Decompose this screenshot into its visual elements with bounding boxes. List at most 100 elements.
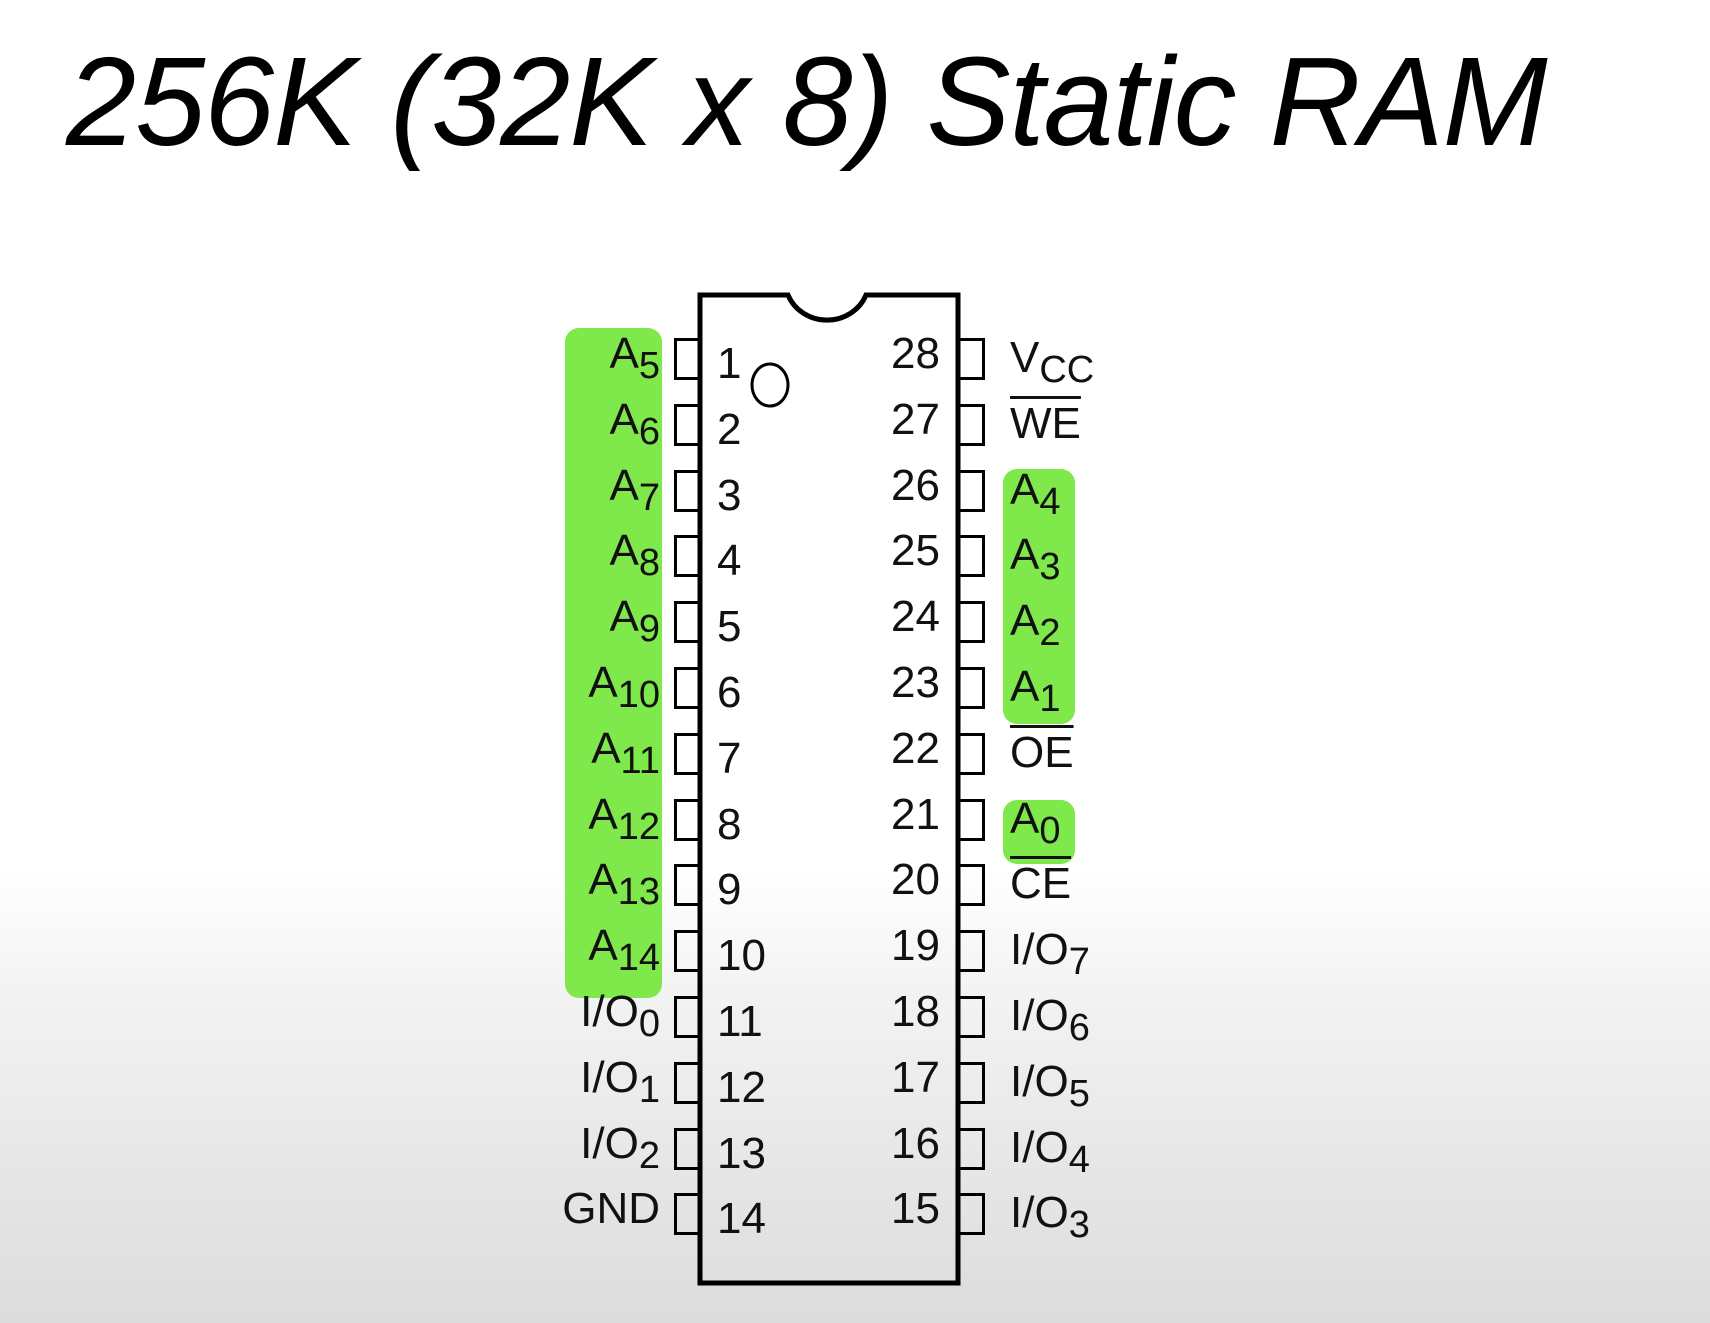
pin-lead (960, 864, 985, 907)
pin-signal-label: A11 (591, 726, 660, 780)
signal-name: A (588, 855, 618, 905)
pin-number: 6 (717, 668, 742, 717)
signal-subscript: 7 (638, 476, 660, 519)
pin-number: 1 (717, 339, 742, 388)
pin-lead (960, 338, 985, 380)
pin-number: 4 (717, 536, 742, 586)
pin-lead (960, 1127, 985, 1170)
pin-lead (674, 469, 699, 512)
signal-subscript: 10 (617, 674, 660, 716)
signal-subscript: 4 (1068, 1138, 1090, 1181)
pin-number: 18 (891, 987, 940, 1036)
pin-number: 25 (891, 526, 940, 576)
pin-lead (960, 996, 985, 1038)
signal-name: A (1010, 793, 1040, 843)
pin-lead (674, 535, 699, 578)
pin-number: 7 (717, 733, 742, 783)
pin-signal-label: I/O6 (1010, 994, 1090, 1048)
pin-signal-label: A7 (609, 460, 661, 517)
pin-lead (674, 601, 699, 644)
pin-number: 27 (891, 394, 940, 444)
signal-name: A (1010, 464, 1040, 514)
signal-subscript: 5 (638, 345, 660, 387)
signal-subscript: 12 (617, 805, 660, 848)
signal-name: CE (1010, 859, 1072, 909)
pin-lead (674, 1061, 699, 1104)
pin-signal-label: I/O5 (1010, 1056, 1090, 1113)
pin-number: 26 (891, 460, 940, 510)
pin-lead (674, 1127, 699, 1170)
signal-name: A (609, 526, 639, 576)
pin-number: 17 (891, 1052, 940, 1102)
pin-number: 22 (891, 723, 940, 773)
pin-lead (960, 667, 985, 709)
pin-signal-label: WE (1010, 398, 1081, 448)
signal-subscript: 11 (620, 739, 660, 782)
address-highlight-a0 (1003, 800, 1075, 864)
pin-signal-label: A4 (1010, 464, 1061, 521)
signal-subscript: 2 (1039, 612, 1061, 655)
signal-name: I/O (1010, 1122, 1069, 1172)
signal-name: I/O (1010, 1056, 1069, 1106)
signal-name: A (609, 460, 639, 510)
signal-name: GND (562, 1184, 660, 1234)
signal-subscript: 6 (638, 410, 660, 453)
pin-number: 2 (717, 404, 742, 454)
pin-lead (960, 732, 985, 775)
pin-lead (674, 996, 699, 1038)
pin-lead (960, 1061, 985, 1104)
pin-signal-label: A5 (609, 329, 661, 386)
signal-subscript: 7 (1068, 941, 1090, 984)
pin-lead (674, 798, 699, 841)
signal-subscript: 0 (1039, 809, 1061, 852)
pin-signal-label: OE (1010, 727, 1074, 777)
pin-signal-label: A10 (588, 661, 660, 715)
pin-number: 14 (717, 1194, 766, 1244)
signal-name: I/O (580, 1118, 639, 1168)
pin-number: 3 (717, 470, 742, 520)
pin-number: 21 (891, 789, 940, 839)
pin-lead (960, 535, 985, 578)
signal-name: WE (1010, 398, 1081, 448)
pin-lead (960, 930, 985, 973)
signal-subscript: 6 (1068, 1007, 1090, 1049)
signal-name: A (1010, 530, 1040, 580)
page-title: 256K (32K x 8) Static RAM (66, 31, 1548, 172)
pin-number: 8 (717, 799, 742, 849)
signal-name: A (1010, 662, 1040, 711)
signal-name: A (1010, 596, 1040, 646)
pin-signal-label: A8 (609, 526, 661, 583)
pin-signal-label: VCC (1010, 333, 1094, 390)
pin-number: 19 (891, 921, 940, 971)
signal-name: I/O (1010, 1188, 1069, 1238)
pin1-marker-icon (750, 362, 790, 408)
pin-lead (960, 403, 985, 446)
pin-signal-label: A1 (1010, 662, 1061, 719)
pin-signal-label: I/O2 (580, 1118, 660, 1175)
signal-subscript: 3 (1039, 546, 1061, 589)
pin-number: 5 (717, 602, 742, 652)
signal-name: A (609, 329, 639, 378)
pin-signal-label: I/O3 (1010, 1188, 1090, 1245)
pin-signal-label: GND (562, 1187, 660, 1231)
pin-number: 11 (717, 997, 763, 1046)
chip-outline (697, 292, 961, 1286)
pin-number: 15 (891, 1184, 940, 1234)
pin-signal-label: A2 (1010, 596, 1061, 653)
pin-number: 13 (717, 1128, 766, 1178)
pin-number: 10 (717, 931, 766, 981)
signal-subscript: CC (1039, 349, 1095, 391)
signal-name: V (1010, 333, 1040, 382)
pin-lead (674, 403, 699, 446)
pin-lead (674, 667, 699, 709)
pin-signal-label: I/O0 (580, 990, 660, 1044)
signal-name: OE (1010, 727, 1074, 777)
address-highlight-left (565, 328, 662, 998)
pin-number: 23 (891, 658, 940, 707)
signal-name: A (588, 921, 618, 971)
pin-signal-label: A12 (588, 789, 660, 846)
pin-signal-label: A6 (610, 397, 661, 451)
signal-name: A (588, 789, 618, 839)
pin-number: 16 (891, 1118, 940, 1168)
